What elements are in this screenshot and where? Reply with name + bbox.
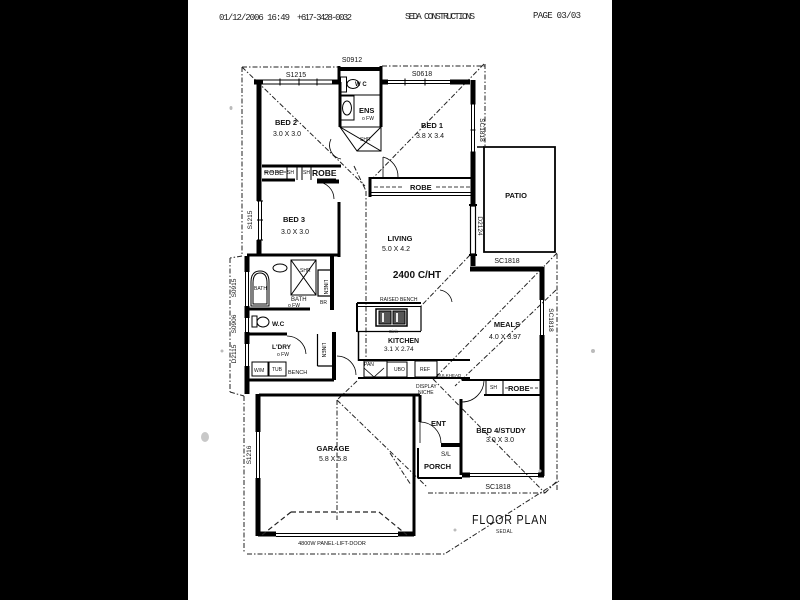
- svg-text:LINEN: LINEN: [320, 343, 326, 358]
- svg-text:BED 1: BED 1: [421, 121, 443, 130]
- svg-text:ENS: ENS: [359, 106, 374, 115]
- svg-text:BULKHEAD: BULKHEAD: [437, 373, 462, 378]
- svg-text:5.8 X 5.8: 5.8 X 5.8: [319, 456, 347, 463]
- svg-text:ROBE: ROBE: [264, 170, 284, 177]
- svg-text:BENCH: BENCH: [288, 370, 307, 376]
- svg-text:UBO: UBO: [394, 367, 405, 373]
- svg-text:S1216: S1216: [246, 445, 253, 464]
- svg-text:W.C: W.C: [272, 321, 285, 328]
- svg-text:SC1818: SC1818: [485, 484, 510, 491]
- svg-text:BATH: BATH: [254, 286, 267, 292]
- svg-text:2400 C/HT: 2400 C/HT: [393, 270, 441, 281]
- svg-text:4800W PANEL-LIFT-DOOR: 4800W PANEL-LIFT-DOOR: [298, 541, 366, 547]
- svg-text:SH: SH: [287, 170, 294, 176]
- svg-text:SHR: SHR: [360, 137, 371, 143]
- svg-text:SH: SH: [490, 385, 497, 391]
- svg-text:Sink: Sink: [389, 329, 399, 334]
- svg-text:SEDA CONSTRUCTIONS: SEDA CONSTRUCTIONS: [405, 12, 475, 22]
- svg-text:BR: BR: [320, 300, 327, 306]
- svg-text:DISPLAY: DISPLAY: [416, 384, 437, 390]
- svg-text:3.8 X 3.4: 3.8 X 3.4: [416, 133, 444, 140]
- svg-text:o FW: o FW: [362, 116, 374, 122]
- svg-text:S0915: S0915: [231, 278, 238, 297]
- svg-text:L'DRY: L'DRY: [272, 344, 292, 351]
- svg-text:S1215: S1215: [286, 72, 306, 79]
- svg-text:SEDAL: SEDAL: [496, 529, 513, 535]
- svg-text:SC1818: SC1818: [494, 258, 519, 265]
- svg-text:PAN: PAN: [364, 362, 374, 368]
- svg-text:BATH: BATH: [291, 297, 307, 303]
- svg-text:5.0 X 4.2: 5.0 X 4.2: [382, 246, 410, 253]
- svg-text:TUB: TUB: [272, 367, 283, 373]
- svg-text:D2115: D2115: [231, 344, 238, 363]
- svg-text:01/12/2006 16:49: 01/12/2006 16:49: [219, 13, 290, 23]
- svg-text:FLOOR PLAN: FLOOR PLAN: [472, 512, 548, 527]
- svg-text:S/L: S/L: [441, 451, 451, 458]
- svg-text:ROBE: ROBE: [410, 183, 432, 192]
- svg-text:SHR: SHR: [300, 268, 311, 274]
- svg-text:3.0 X 3.0: 3.0 X 3.0: [273, 131, 301, 138]
- svg-text:o FW: o FW: [277, 352, 289, 358]
- svg-text:SC1818: SC1818: [478, 118, 485, 142]
- svg-text:ROBE: ROBE: [312, 168, 337, 178]
- svg-text:o FW: o FW: [288, 303, 300, 309]
- svg-text:BED 3: BED 3: [283, 215, 305, 224]
- svg-text:3.0 X 3.0: 3.0 X 3.0: [281, 229, 309, 236]
- svg-text:S0912: S0912: [342, 57, 362, 64]
- svg-text:S0906: S0906: [231, 314, 238, 333]
- svg-text:KITCHEN: KITCHEN: [388, 338, 419, 345]
- svg-text:S1215: S1215: [247, 210, 254, 229]
- svg-text:3.0 X 3.0: 3.0 X 3.0: [486, 437, 514, 444]
- svg-text:4.0 X 3.97: 4.0 X 3.97: [489, 334, 521, 341]
- svg-text:W/M: W/M: [254, 368, 264, 374]
- svg-text:PAGE 03/03: PAGE 03/03: [533, 11, 581, 21]
- svg-text:W C: W C: [355, 82, 367, 88]
- svg-text:PATIO: PATIO: [505, 191, 527, 200]
- svg-text:3.1 X 2.74: 3.1 X 2.74: [384, 346, 414, 353]
- svg-text:GARAGE: GARAGE: [317, 444, 350, 453]
- svg-text:D2124: D2124: [476, 216, 483, 236]
- svg-text:SH: SH: [303, 170, 310, 176]
- svg-text:SC1818: SC1818: [547, 308, 554, 332]
- svg-text:BED 4/STUDY: BED 4/STUDY: [476, 426, 526, 435]
- svg-text:ENT: ENT: [431, 419, 446, 428]
- svg-text:ROBE: ROBE: [508, 384, 530, 393]
- svg-text:PORCH: PORCH: [424, 462, 451, 471]
- svg-text:RAISED BENCH: RAISED BENCH: [380, 297, 418, 303]
- svg-text:LINEN: LINEN: [322, 280, 328, 295]
- svg-text:BED 2: BED 2: [275, 118, 297, 127]
- svg-text:S0618: S0618: [412, 71, 432, 78]
- svg-text:LIVING: LIVING: [387, 234, 412, 243]
- svg-text:+617-3428-0032: +617-3428-0032: [297, 13, 352, 23]
- svg-text:MEALS: MEALS: [494, 320, 520, 329]
- svg-text:NICHE: NICHE: [418, 390, 434, 396]
- svg-text:REF: REF: [420, 367, 430, 373]
